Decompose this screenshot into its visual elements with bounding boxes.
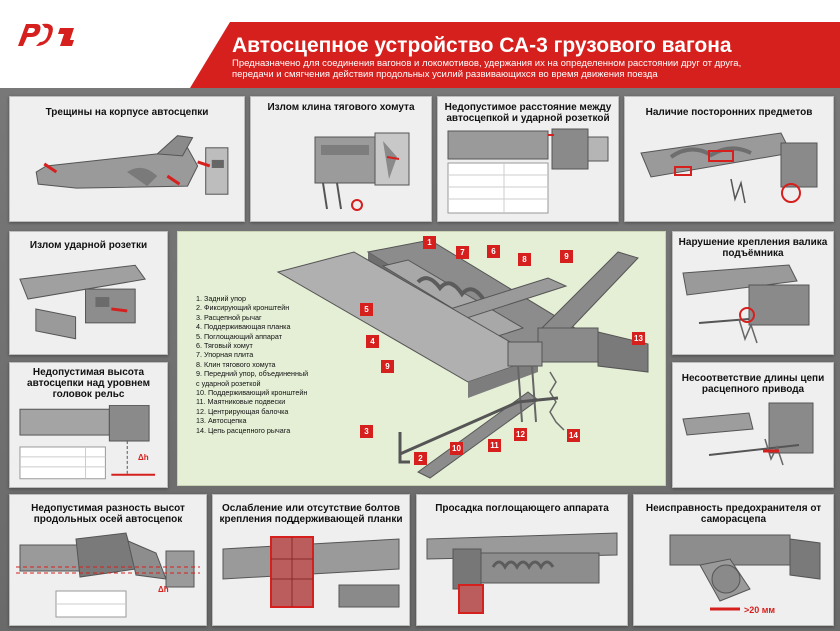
panel-cracks: Трещины на корпусе автосцепки: [9, 96, 245, 222]
marker-9b: 9: [381, 360, 394, 373]
uncoupling-illustration: [640, 529, 827, 619]
gap-illustration: [444, 127, 612, 215]
panel-title: Нарушение крепления валика подъёмника: [678, 237, 828, 259]
marker-14: 14: [567, 429, 580, 442]
marker-3: 3: [360, 425, 373, 438]
panel-title: Трещины на корпусе автосцепки: [45, 107, 209, 118]
marker-9a: 9: [560, 250, 573, 263]
marker-11: 11: [488, 439, 501, 452]
absorber-illustration: [423, 529, 621, 619]
marker-4: 4: [366, 335, 379, 348]
legend-item: 8. Клин тягового хомута: [196, 359, 276, 369]
marker-12: 12: [514, 428, 527, 441]
rzd-logo: [18, 23, 74, 46]
delta-h-label: Δh: [158, 585, 169, 594]
foreign-objects-illustration: [631, 123, 827, 215]
panel-title: Неисправность предохранителя от саморасц…: [645, 503, 822, 525]
panel-self-uncoupling: Неисправность предохранителя от саморасц…: [633, 494, 834, 626]
main-diagram-panel: 1. Задний упор 2. Фиксирующий кронштейн …: [177, 231, 666, 486]
marker-8: 8: [518, 253, 531, 266]
panel-title: Недопустимая разность высот продольных о…: [31, 503, 185, 525]
panel-title: Излом клина тягового хомута: [267, 102, 415, 113]
legend-item: 12. Центрирующая балочка: [196, 406, 289, 416]
page-title: Автосцепное устройство СА-3 грузового ва…: [232, 34, 732, 57]
marker-7: 7: [456, 246, 469, 259]
legend-item: 2. Фиксирующий кронштейн: [196, 303, 290, 313]
panel-title: Несоответствие длины цепи расцепного при…: [681, 373, 825, 395]
legend-item: 5. Поглощающий аппарат: [196, 331, 283, 341]
header: Автосцепное устройство СА-3 грузового ва…: [0, 0, 840, 88]
panel-title: Наличие посторонних предметов: [645, 107, 813, 118]
legend-item: 7. Упорная плита: [196, 350, 254, 360]
delta-h-label: Δh: [138, 453, 149, 462]
panel-title: Недопустимая высота автосцепки над уровн…: [27, 367, 150, 400]
wedge-illustration: [257, 127, 425, 215]
marker-1: 1: [423, 236, 436, 249]
marker-13: 13: [632, 332, 645, 345]
marker-6: 6: [487, 245, 500, 258]
marker-5: 5: [360, 303, 373, 316]
panel-title: Недопустимое расстояние между автосцепко…: [444, 102, 612, 124]
socket-illustration: [16, 258, 161, 348]
panel-title: Ослабление или отсутствие болтов креплен…: [219, 503, 403, 525]
panel-chain-length: Несоответствие длины цепи расцепного при…: [672, 362, 834, 488]
panel-coupler-height: Недопустимая высота автосцепки над уровн…: [9, 362, 168, 488]
legend-item: 6. Тяговый хомут: [196, 341, 253, 351]
panel-foreign-objects: Наличие посторонних предметов: [624, 96, 834, 222]
coupler-body-illustration: [16, 125, 238, 215]
marker-2: 2: [414, 452, 427, 465]
panel-socket-break: Излом ударной розетки: [9, 231, 168, 355]
legend-item: 13. Автосцепка: [196, 416, 247, 426]
coupler-assembly-illustration: [276, 239, 649, 479]
legend-item: 14. Цепь расцепного рычага: [196, 425, 291, 435]
gap-label: >20 мм: [744, 605, 776, 615]
legend-item: с ударной розеткой: [196, 378, 261, 388]
marker-10: 10: [450, 442, 463, 455]
legend-item: 3. Расцепной рычаг: [196, 312, 262, 322]
panel-bolts: Ослабление или отсутствие болтов креплен…: [212, 494, 410, 626]
parts-legend: 1. Задний упор 2. Фиксирующий кронштейн …: [196, 294, 308, 435]
panel-absorber-sag: Просадка поглощающего аппарата: [416, 494, 628, 626]
legend-item: 9. Передний упор, объединенный: [196, 369, 309, 379]
height-illustration: [16, 405, 161, 481]
page-subtitle: Предназначено для соединения вагонов и л…: [232, 58, 742, 80]
legend-item: 10. Поддерживающий кронштейн: [196, 388, 308, 398]
legend-item: 11. Маятниковые подвески: [196, 397, 286, 407]
panel-title: Излом ударной розетки: [29, 240, 148, 251]
panel-gap-distance: Недопустимое расстояние между автосцепко…: [437, 96, 619, 222]
bolts-illustration: [219, 529, 403, 619]
axis-diff-illustration: [16, 529, 200, 619]
lifter-illustration: [679, 262, 827, 348]
panel-axis-difference: Недопустимая разность высот продольных о…: [9, 494, 207, 626]
panel-wedge-break: Излом клина тягового хомута: [250, 96, 432, 222]
legend-item: 4. Поддерживающая планка: [196, 322, 291, 332]
panel-lifter-pin: Нарушение крепления валика подъёмника: [672, 231, 834, 355]
panel-title: Просадка поглощающего аппарата: [435, 503, 609, 514]
title-band: [190, 22, 840, 88]
legend-item: 1. Задний упор: [196, 294, 247, 303]
chain-illustration: [679, 399, 827, 481]
